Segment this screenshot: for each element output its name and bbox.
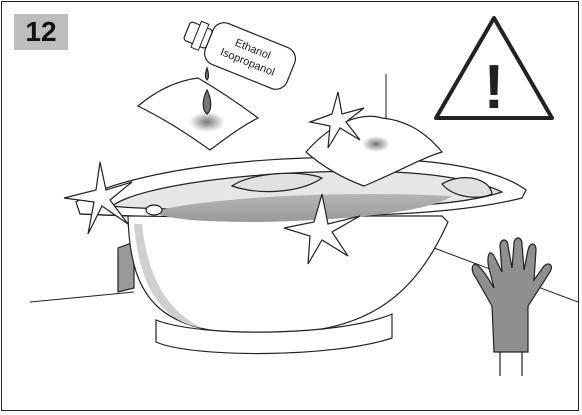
bathtub: [76, 158, 526, 354]
cleaning-illustration: Ethanol Isopropanol !: [2, 2, 578, 410]
cleaning-cloth: [138, 68, 258, 150]
warning-symbol: !: [484, 53, 505, 122]
warning-triangle-icon: !: [436, 18, 552, 122]
glove-icon: [472, 238, 551, 376]
